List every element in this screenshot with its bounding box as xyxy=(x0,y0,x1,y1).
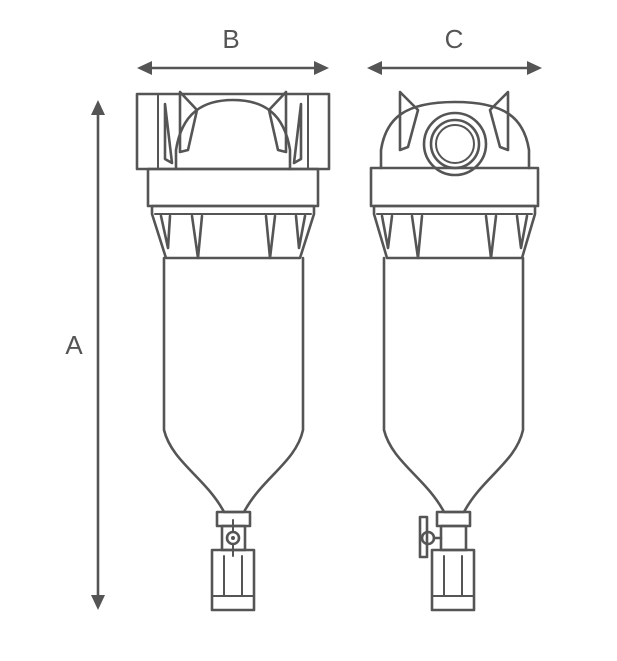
dimension-b-arrow-right xyxy=(314,61,329,75)
dimension-b: B xyxy=(137,24,329,75)
side-port-inner xyxy=(435,124,475,164)
dimension-c: C xyxy=(367,24,542,75)
filter-side-view xyxy=(369,90,540,612)
side-drain-handle xyxy=(418,515,429,559)
side-port-mid xyxy=(429,118,481,170)
front-collar xyxy=(146,167,320,208)
dimension-a-arrow-bottom xyxy=(91,595,105,610)
front-right-rib xyxy=(267,90,288,154)
side-port-outer xyxy=(422,111,488,177)
side-drain-nut xyxy=(435,510,472,528)
side-head-dome xyxy=(379,100,531,170)
dimension-a-arrow-top xyxy=(91,100,105,115)
dimension-c-arrow-left xyxy=(367,61,382,75)
side-left-rib xyxy=(398,90,420,152)
side-bowl xyxy=(382,256,525,514)
dimension-b-arrow-left xyxy=(137,61,152,75)
front-head-dome xyxy=(174,98,292,171)
dimension-b-label: B xyxy=(222,24,239,54)
dimension-a: A xyxy=(65,100,105,610)
filter-front-view xyxy=(135,90,331,612)
front-bowl-shoulder xyxy=(150,204,316,260)
front-left-rib xyxy=(178,90,199,154)
side-drain-valve-body xyxy=(439,524,468,552)
dimension-c-arrow-right xyxy=(527,61,542,75)
front-drain-outlet xyxy=(210,548,256,612)
side-drain-outlet xyxy=(430,548,476,612)
dimension-c-label: C xyxy=(445,24,464,54)
front-bowl xyxy=(162,256,305,514)
dimension-a-label: A xyxy=(65,330,83,360)
side-right-rib xyxy=(488,90,510,152)
